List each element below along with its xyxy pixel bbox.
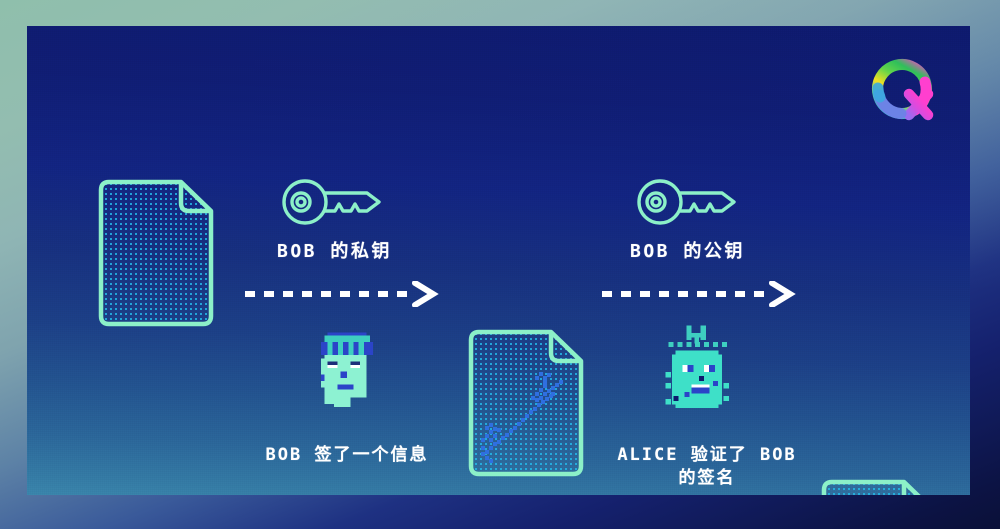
q-logo: [868, 55, 942, 129]
key-icon-public: [636, 176, 746, 228]
cryptopunk-alice-avatar: [654, 320, 740, 410]
bob-caption: BOB 签了一个信息: [265, 445, 429, 465]
alice-caption-line-1: ALICE 验证了 BOB: [617, 445, 797, 465]
key-icon-private: [281, 176, 391, 228]
public-key-label: BOB 的公钥: [630, 241, 745, 262]
private-key-label: BOB 的私钥: [277, 241, 392, 262]
dashed-arrow-right-2: [600, 281, 796, 307]
dashed-arrow-right-1: [243, 281, 439, 307]
verified-document-icon: [818, 478, 940, 495]
document-icon: [95, 178, 217, 328]
slide-panel: BOB 的私钥: [27, 26, 970, 495]
signed-document-icon: [465, 328, 587, 478]
signature-mark: [481, 372, 563, 463]
alice-caption-line-2: 的签名: [678, 467, 736, 488]
cryptopunk-bob-avatar: [308, 326, 386, 410]
